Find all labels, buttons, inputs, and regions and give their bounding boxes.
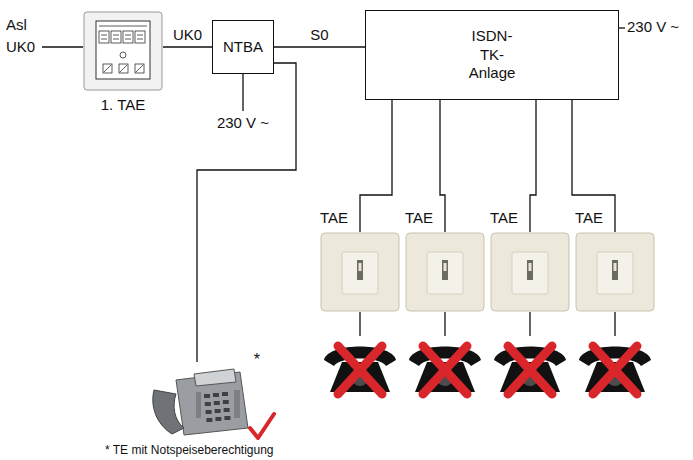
socket-outline [575, 232, 655, 312]
emergency-phone: * [150, 362, 250, 437]
line-label: Asl [6, 16, 27, 34]
interface-label: S0 [308, 26, 330, 44]
interface-label: UK0 [171, 26, 204, 44]
first-tae-socket: 1. TAE [83, 11, 163, 91]
connector-line [572, 100, 615, 232]
dead-phone [409, 346, 481, 394]
line-wire [42, 46, 83, 47]
check-mark [250, 414, 274, 438]
tae-socket: TAE [490, 232, 570, 312]
tae-socket: TAE [575, 232, 655, 312]
node-label: TAE [490, 209, 518, 228]
tae-socket: TAE [320, 232, 400, 312]
interface-label: UK0 [6, 38, 35, 56]
dead-phone [324, 346, 396, 394]
power-wire [242, 74, 243, 111]
connector-line [440, 100, 445, 232]
socket-outline [320, 232, 400, 312]
node-label: TAE [320, 209, 348, 228]
socket-outline [83, 11, 163, 91]
phone-wires [360, 312, 615, 336]
node-label: TAE [575, 209, 603, 228]
node-label: ISDN- TK- Anlage [462, 27, 522, 83]
connector-line [530, 100, 536, 232]
node-label: NTBA [223, 38, 263, 57]
power-wire [619, 27, 625, 28]
connector-line [360, 100, 392, 232]
connector-line [197, 63, 296, 362]
power-label: 230 V ~ [627, 18, 679, 36]
connector-line [274, 46, 365, 47]
socket-outline [405, 232, 485, 312]
dead-phone [579, 346, 651, 394]
connector-line [163, 46, 212, 47]
node-label: TAE [405, 209, 433, 228]
power-label: 230 V ~ [217, 114, 269, 132]
node-label: 1. TAE [101, 96, 145, 115]
socket-outline [490, 232, 570, 312]
dead-phone [494, 346, 566, 394]
node-label: * [254, 350, 260, 370]
phone-drawing [150, 362, 250, 437]
ntba-box: NTBA [212, 20, 274, 74]
pbx-box: ISDN- TK- Anlage [365, 10, 619, 100]
tae-socket: TAE [405, 232, 485, 312]
footnote: * TE mit Notspeiseberechtigung [105, 443, 274, 457]
